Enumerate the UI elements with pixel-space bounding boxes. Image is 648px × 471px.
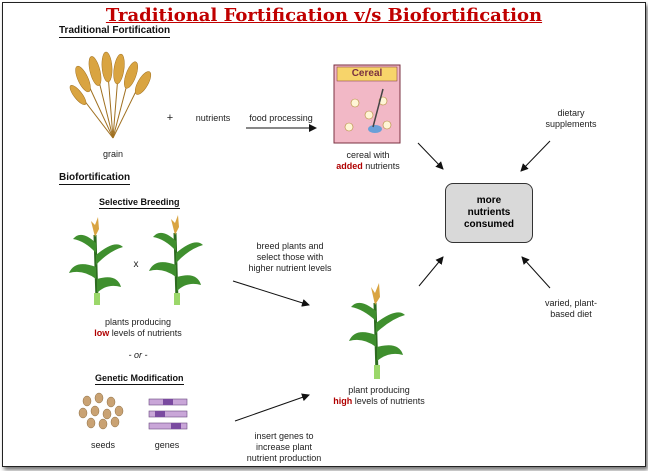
grain-label: grain: [102, 149, 123, 159]
diagram-title: Traditional Fortification v/s Biofortifi…: [105, 5, 543, 26]
result-box-text: more nutrients consumed: [463, 195, 514, 230]
result-box: more nutrients consumed: [445, 183, 533, 243]
corn-plant-low-left-icon: [69, 217, 123, 305]
high-caption-line1: plant producing: [348, 385, 410, 395]
arrow-supplements-to-result: [520, 140, 551, 172]
or-separator: - or -: [128, 350, 148, 360]
cereal-box-icon: [333, 64, 401, 144]
genes-icon: [148, 398, 188, 430]
high-emphasis: high: [333, 396, 353, 406]
seeds-icon: [78, 392, 124, 430]
plus-sign: +: [166, 112, 174, 124]
cereal-caption-nutrients: nutrients: [365, 161, 400, 171]
arrow-breeding-to-plant: [232, 280, 310, 307]
arrow-cereal-to-result: [417, 142, 444, 170]
dietary-supplements-label: dietary supplements: [545, 108, 597, 129]
insert-genes-label: insert genes to increase plant nutrient …: [246, 431, 322, 463]
high-caption-line2: high levels of nutrients: [329, 396, 429, 407]
diagram-graphics: [69, 51, 551, 430]
genes-label: genes: [154, 440, 180, 450]
selective-breeding-heading: Selective Breeding: [99, 197, 180, 209]
cereal-caption-line1: cereal with: [346, 150, 390, 160]
section-biofortification-heading: Biofortification: [59, 172, 131, 185]
cereal-box-text: Cereal: [351, 68, 383, 79]
arrow-genes-to-plant: [234, 393, 310, 422]
low-caption-line2: low levels of nutrients: [83, 328, 193, 339]
seeds-label: seeds: [90, 440, 116, 450]
cereal-caption: cereal with added nutrients: [333, 150, 403, 172]
corn-plant-low-right-icon: [149, 215, 203, 305]
low-caption-levels: levels of nutrients: [111, 328, 182, 338]
wheat-icon: [69, 51, 152, 139]
cross-symbol: x: [133, 259, 139, 270]
low-caption-line1: plants producing: [104, 317, 172, 327]
low-plants-caption: plants producing low levels of nutrients: [83, 317, 193, 339]
varied-diet-label: varied, plant- based diet: [544, 298, 598, 319]
low-emphasis: low: [94, 328, 110, 338]
cereal-added-emphasis: added: [336, 161, 363, 171]
section-traditional-heading: Traditional Fortification: [59, 25, 171, 38]
corn-plant-high-icon: [349, 283, 405, 379]
cereal-caption-line2: added nutrients: [333, 161, 403, 172]
genetic-modification-heading: Genetic Modification: [95, 373, 184, 385]
high-caption-levels: levels of nutrients: [354, 396, 425, 406]
nutrients-label: nutrients: [195, 113, 231, 123]
breed-plants-label: breed plants and select those with highe…: [248, 241, 332, 273]
arrow-plant-to-result: [418, 256, 444, 287]
high-plant-caption: plant producing high levels of nutrients: [329, 385, 429, 407]
food-processing-label: food processing: [249, 113, 313, 123]
arrow-diet-to-result: [521, 256, 551, 289]
